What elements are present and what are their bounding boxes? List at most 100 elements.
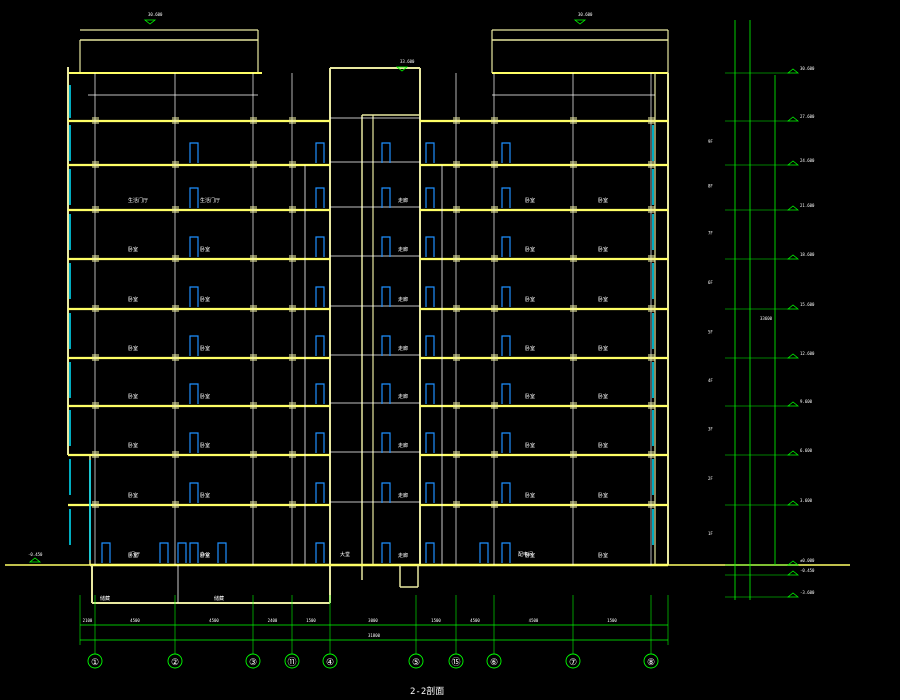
door	[501, 432, 511, 453]
axis-label: ⑮	[451, 657, 460, 668]
column-node	[648, 255, 655, 262]
door	[315, 142, 325, 163]
column-node	[570, 255, 577, 262]
column-node	[289, 354, 296, 361]
axis-bubble	[643, 653, 659, 669]
room-label-right-b: 卧室	[598, 492, 608, 499]
door	[189, 236, 199, 257]
door	[101, 542, 111, 563]
room-label-left-b: 卧室	[200, 552, 210, 559]
dim-value: 2400	[268, 618, 278, 623]
room-label-left-b: 卧室	[200, 345, 210, 352]
column-node	[570, 402, 577, 409]
axis-label: ⑤	[412, 658, 420, 668]
column-node	[491, 501, 498, 508]
dim-value: 4500	[529, 618, 539, 623]
column-node	[648, 451, 655, 458]
basement-label: 储藏	[214, 595, 224, 602]
basement-label: 储藏	[100, 595, 110, 602]
door	[381, 335, 391, 356]
elev-label: 15.600	[800, 302, 815, 307]
door	[425, 187, 435, 208]
top-elev-mark: 30.600	[578, 12, 593, 17]
axis-bubble	[486, 653, 502, 669]
room-label-left-b: 卧室	[200, 492, 210, 499]
elev-label: 24.600	[800, 158, 815, 163]
dim-value: 1500	[431, 618, 441, 623]
door	[425, 335, 435, 356]
room-label-left: 卧室	[128, 345, 138, 352]
door	[501, 542, 511, 563]
column-node	[92, 305, 99, 312]
axis-bubble	[245, 653, 261, 669]
elev-triangle	[143, 19, 157, 25]
room-label-right: 卧室	[525, 296, 535, 303]
door	[217, 542, 227, 563]
ground-elev-label: -0.450	[28, 552, 43, 557]
column-node	[92, 402, 99, 409]
door	[425, 432, 435, 453]
axis-label: ①	[91, 658, 99, 668]
ground-label: 大堂	[340, 551, 350, 558]
column-node	[570, 354, 577, 361]
column-node	[491, 255, 498, 262]
axis-bubble	[284, 653, 300, 669]
door	[315, 542, 325, 563]
elev-triangle	[787, 450, 799, 456]
room-label-right: 卧室	[525, 197, 535, 204]
axis-label: ③	[249, 658, 257, 668]
elev-triangle	[787, 304, 799, 310]
corridor-label: 走廊	[398, 442, 408, 449]
axis-bubble	[448, 653, 464, 669]
column-node	[172, 117, 179, 124]
axis-label: ②	[171, 658, 179, 668]
room-label-left: 卧室	[128, 492, 138, 499]
elev-triangle	[395, 66, 409, 72]
column-node	[289, 206, 296, 213]
corridor-label: 走廊	[398, 552, 408, 559]
column-node	[570, 206, 577, 213]
door	[315, 383, 325, 404]
floor-mark: 9F	[708, 139, 713, 144]
column-node	[453, 501, 460, 508]
column-node	[491, 161, 498, 168]
elev-label: 21.600	[800, 203, 815, 208]
column-node	[172, 206, 179, 213]
room-label-left: 卧室	[128, 246, 138, 253]
corridor-label: 走廊	[398, 296, 408, 303]
corridor-label: 走廊	[398, 246, 408, 253]
door	[315, 236, 325, 257]
door	[315, 432, 325, 453]
axis-label: ④	[326, 658, 334, 668]
axis-label: ⑪	[287, 657, 296, 668]
corridor-label: 走廊	[398, 393, 408, 400]
column-node	[172, 501, 179, 508]
door	[189, 432, 199, 453]
column-node	[491, 206, 498, 213]
room-label-right-b: 卧室	[598, 393, 608, 400]
room-label-left: 生活门厅	[128, 197, 148, 204]
column-node	[453, 402, 460, 409]
door	[425, 142, 435, 163]
column-node	[250, 161, 257, 168]
door	[425, 236, 435, 257]
room-label-right: 卧室	[525, 492, 535, 499]
elev-triangle	[573, 19, 587, 25]
column-node	[453, 354, 460, 361]
door	[159, 542, 169, 563]
door	[381, 286, 391, 307]
room-label-right-b: 卧室	[598, 296, 608, 303]
door	[381, 236, 391, 257]
room-label-left: 卧室	[128, 296, 138, 303]
column-node	[172, 305, 179, 312]
column-node	[250, 451, 257, 458]
elev-triangle	[787, 592, 799, 598]
door	[189, 286, 199, 307]
dim-value: 4500	[209, 618, 219, 623]
column-node	[648, 305, 655, 312]
dim-value: 4500	[470, 618, 480, 623]
dim-value: 1500	[306, 618, 316, 623]
column-node	[570, 501, 577, 508]
column-node	[570, 451, 577, 458]
